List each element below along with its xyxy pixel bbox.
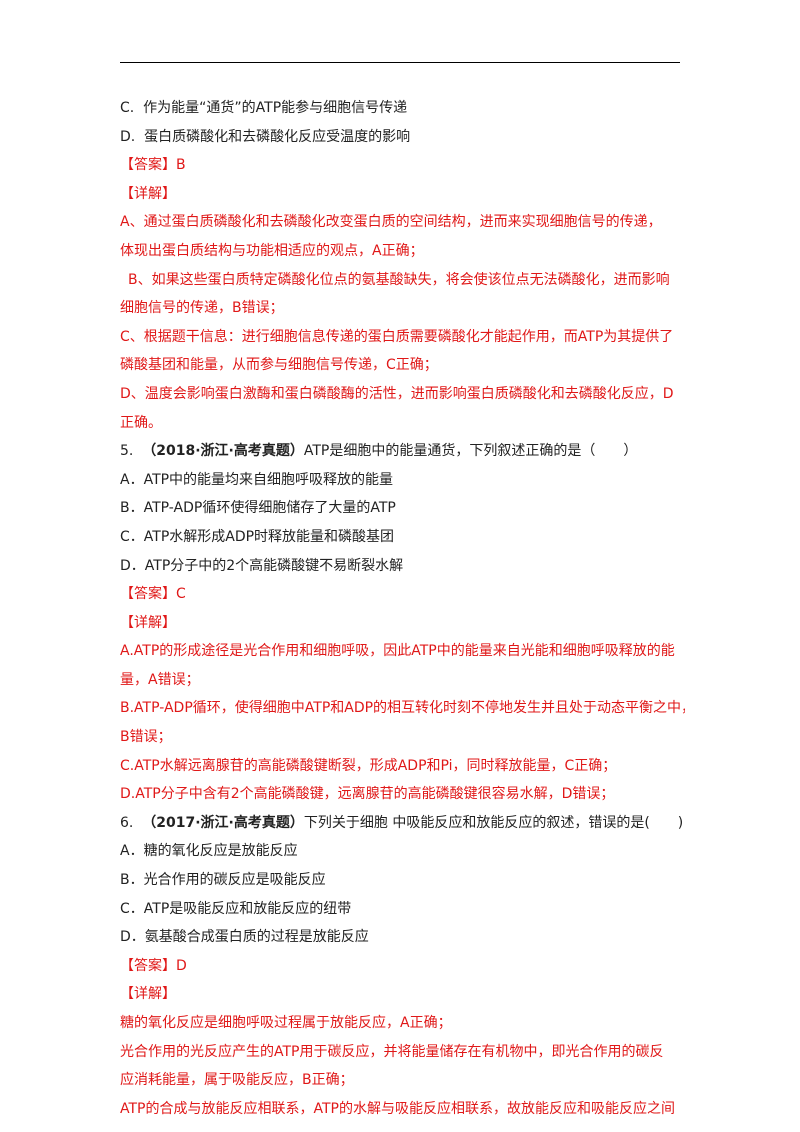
q6-answer: 【答案】D bbox=[120, 957, 187, 974]
q5-option: B．ATP-ADP循环使得细胞储存了大量的ATP bbox=[120, 500, 396, 517]
q4-detail-label: 【详解】 bbox=[120, 185, 176, 202]
q6-detail-label: 【详解】 bbox=[120, 986, 176, 1003]
q5-option: A．ATP中的能量均来自细胞呼吸释放的能量 bbox=[120, 471, 394, 488]
q4-explanation-line: C、根据题干信息：进行细胞信息传递的蛋白质需要磷酸化才能起作用，而ATP为其提供… bbox=[120, 328, 674, 345]
header-rule bbox=[120, 62, 680, 63]
q4-explanation-line: 正确。 bbox=[120, 414, 162, 431]
q6-explanation-line: 糖的氧化反应是细胞呼吸过程属于放能反应，A正确； bbox=[120, 1015, 452, 1031]
q6-explanation-line: 光合作用的光反应产生的ATP用于碳反应，并将能量储存在有机物中，即光合作用的碳反 bbox=[120, 1043, 664, 1060]
q4-explanation-line: B、如果这些蛋白质特定磷酸化位点的氨基酸缺失，将会使该位点无法磷酸化，进而影响 bbox=[128, 271, 670, 288]
q6-option: A．糖的氧化反应是放能反应 bbox=[120, 843, 298, 860]
q6-option: C．ATP是吸能反应和放能反应的纽带 bbox=[120, 900, 352, 917]
q6-stem: 6. （2017·浙江·高考真题）下列关于细胞 中吸能反应和放能反应的叙述，错误… bbox=[120, 814, 684, 831]
q6-explanation-line: 应消耗能量，属于吸能反应，B正确； bbox=[120, 1072, 354, 1089]
q4-explanation-line: 体现出蛋白质结构与功能相适应的观点，A正确； bbox=[120, 242, 424, 259]
q5-option: C．ATP水解形成ADP时释放能量和磷酸基团 bbox=[120, 528, 395, 545]
q6-option: B．光合作用的碳反应是吸能反应 bbox=[120, 872, 326, 889]
q5-explanation-line: B.ATP-ADP循环，使得细胞中ATP和ADP的相互转化时刻不停地发生并且处于… bbox=[120, 700, 685, 717]
q5-source: （2018·浙江·高考真题） bbox=[142, 443, 304, 460]
q4-option-d: D. 蛋白质磷酸化和去磷酸化反应受温度的影响 bbox=[120, 128, 411, 145]
q6-source: （2017·浙江·高考真题） bbox=[142, 814, 304, 831]
q6-option: D．氨基酸合成蛋白质的过程是放能反应 bbox=[120, 929, 369, 946]
q5-detail-label: 【详解】 bbox=[120, 614, 176, 631]
q4-explanation-line: 细胞信号的传递，B错误； bbox=[120, 300, 284, 317]
q5-explanation-line: C.ATP水解远离腺苷的高能磷酸键断裂，形成ADP和Pi，同时释放能量，C正确； bbox=[120, 757, 617, 774]
q6-explanation-line: ATP的合成与放能反应相联系，ATP的水解与吸能反应相联系，故放能反应和吸能反应… bbox=[120, 1100, 675, 1117]
q4-explanation-line: A、通过蛋白质磷酸化和去磷酸化改变蛋白质的空间结构，进而来实现细胞信号的传递， bbox=[120, 214, 662, 231]
q4-answer: 【答案】B bbox=[120, 157, 186, 174]
q4-explanation-line: 磷酸基团和能量，从而参与细胞信号传递，C正确； bbox=[120, 357, 438, 374]
q5-explanation-line: A.ATP的形成途径是光合作用和细胞呼吸，因此ATP中的能量来自光能和细胞呼吸释… bbox=[120, 643, 675, 660]
q4-explanation-line: D、温度会影响蛋白激酶和蛋白磷酸酶的活性，进而影响蛋白质磷酸化和去磷酸化反应，D bbox=[120, 385, 674, 402]
q4-option-c: C. 作为能量“通货”的ATP能参与细胞信号传递 bbox=[120, 100, 408, 116]
document-body: C. 作为能量“通货”的ATP能参与细胞信号传递 D. 蛋白质磷酸化和去磷酸化反… bbox=[120, 94, 685, 1123]
q5-option: D．ATP分子中的2个高能磷酸键不易断裂水解 bbox=[120, 557, 404, 574]
q5-stem: 5. （2018·浙江·高考真题）ATP是细胞中的能量通货，下列叙述正确的是（ … bbox=[120, 443, 638, 460]
q5-explanation-line: 量，A错误； bbox=[120, 671, 200, 688]
q5-explanation-line: D.ATP分子中含有2个高能磷酸键，远离腺苷的高能磷酸键很容易水解，D错误； bbox=[120, 786, 615, 803]
q5-explanation-line: B错误； bbox=[120, 729, 172, 746]
q5-answer: 【答案】C bbox=[120, 586, 186, 603]
